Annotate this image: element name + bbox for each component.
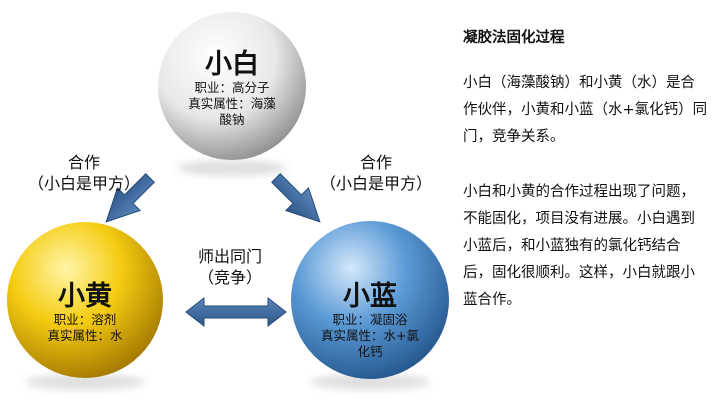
arrow-white-to-blue (271, 173, 321, 223)
yellow-sphere-name: 小黄 (58, 281, 112, 312)
relation-bottom-line2: （竞争） (197, 268, 262, 287)
relation-left-line1: 合作 (67, 153, 100, 172)
double-arrow-yellow-blue (185, 296, 287, 328)
blue-sphere-text: 小蓝 职业：凝固浴 真实属性：水+氯化钙 (318, 282, 422, 360)
white-sphere-job: 职业：高分子 (194, 80, 270, 95)
relation-right-line2: （小白是甲方） (319, 174, 432, 193)
panel-paragraph-2: 小白和小黄的合作过程出现了问题，不能固化，项目没有进展。小白遇到小蓝后，和小蓝独… (463, 184, 695, 308)
yellow-sphere-job: 职业：溶剂 (53, 312, 117, 327)
relation-right-line1: 合作 (359, 153, 392, 172)
relation-bottom-label: 师出同门 （竞争） (180, 246, 280, 288)
explanation-panel: 凝胶法固化过程 小白（海藻酸钠）和小黄（水）是合作伙伴，小黄和小蓝（水+氯化钙）… (463, 28, 708, 314)
relation-left-line2: （小白是甲方） (27, 174, 140, 193)
blue-sphere-name: 小蓝 (343, 281, 397, 312)
white-sphere-text: 小白 职业：高分子 真实属性：海藻酸钠 (186, 50, 278, 128)
yellow-sphere-text: 小黄 职业：溶剂 真实属性：水 (30, 282, 140, 344)
panel-paragraph-1: 小白（海藻酸钠）和小黄（水）是合作伙伴，小黄和小蓝（水+氯化钙）同门，竞争关系。 (463, 75, 708, 145)
blue-sphere-shadow (310, 374, 430, 390)
yellow-sphere-shadow (25, 374, 145, 390)
yellow-sphere (7, 222, 163, 378)
relation-left-label: 合作 （小白是甲方） (22, 152, 146, 194)
blue-sphere (291, 221, 449, 379)
blue-sphere-attr: 真实属性：水+氯化钙 (321, 328, 419, 359)
white-sphere-attr: 真实属性：海藻酸钠 (188, 96, 276, 127)
relation-bottom-line1: 师出同门 (197, 247, 262, 266)
arrow-white-to-yellow (105, 173, 155, 223)
white-sphere (158, 12, 306, 160)
diagram-graphics (7, 12, 449, 390)
white-sphere-name: 小白 (205, 49, 259, 80)
blue-sphere-job: 职业：凝固浴 (332, 312, 408, 327)
yellow-sphere-attr: 真实属性：水 (47, 328, 123, 343)
panel-title: 凝胶法固化过程 (463, 30, 565, 46)
relation-right-label: 合作 （小白是甲方） (314, 152, 438, 194)
white-sphere-shadow (177, 160, 287, 176)
